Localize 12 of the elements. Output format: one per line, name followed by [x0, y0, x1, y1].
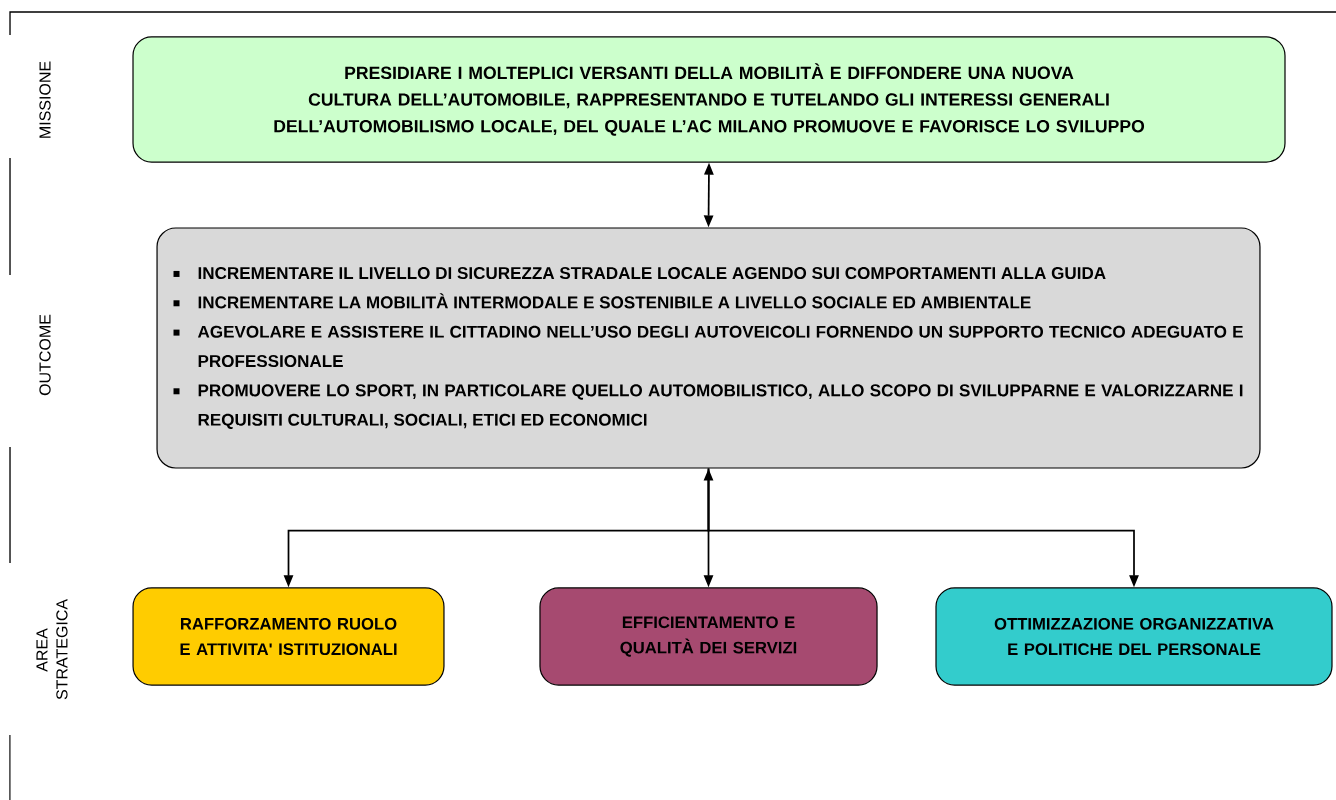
outcome-box	[156, 227, 1261, 469]
row-label: AREA STRATEGICA	[36, 598, 68, 700]
mission-box: PRESIDIARE I MOLTEPLICI VERSANTI DELLA MOBILITÀ E DIFFONDERE UNA NUOVA CULTURA DELL’AUTOMOBILE, RAPPRESENTANDO E TUTELANDO GLI INTERESSI GENERALI DELL’AUTOMOBILISMO LOCALE, DEL QUALE L’AC MILANO PROMUOVE E FAVORISCE LO SVILUPPO	[132, 36, 1286, 163]
strategic-area-box: RAFFORZAMENTO RUOLO E ATTIVITA' ISTITUZIONALI	[132, 587, 445, 686]
row-label: MISSIONE	[39, 61, 51, 138]
strategic-area-box: OTTIMIZZAZIONE ORGANIZZATIVA E POLITICHE DEL PERSONALE	[935, 587, 1333, 686]
bullet-text: PROMUOVERE LO SPORT, IN PARTICOLARE QUELLO AUTOMOBILISTICO, ALLO SCOPO DI SVILUPPARNE E VALORIZZARNE I REQUISITI CULTURALI, SOCIALI, ETICI ED ECONOMICI	[198, 384, 1243, 429]
bullet-text: AGEVOLARE E ASSISTERE IL CITTADINO NELL’USO DEGLI AUTOVEICOLI FORNENDO UN SUPPORTO TECNICO ADEGUATO E PROFESSIONALE	[197, 325, 1243, 368]
bullet-text: INCREMENTARE LA MOBILITÀ INTERMODALE E SOSTENIBILE A LIVELLO SOCIALE ED AMBIENTALE	[198, 293, 1031, 309]
row-label: OUTCOME	[39, 314, 51, 396]
strategic-area-box: EFFICIENTAMENTO E QUALITÀ DEI SERVIZI	[539, 587, 878, 686]
bullet-text: INCREMENTARE IL LIVELLO DI SICUREZZA STRADALE LOCALE AGENDO SUI COMPORTAMENTI ALLA GUIDA	[198, 267, 1106, 280]
